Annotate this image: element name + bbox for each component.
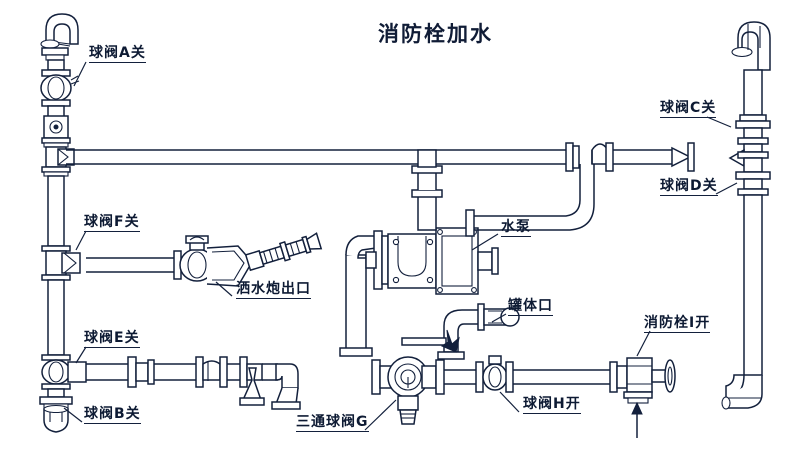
label-valve-f: 球阀F关 <box>84 214 140 233</box>
label-valve-c: 球阀C关 <box>660 100 717 119</box>
ball-valve-h <box>482 355 508 391</box>
tank-inlet <box>401 303 520 360</box>
label-pump: 水泵 <box>501 219 531 238</box>
label-tank-port: 罐体口 <box>508 298 553 317</box>
right-riser <box>721 21 771 410</box>
label-valve-h: 球阀H开 <box>523 396 581 415</box>
label-hydrant-i: 消防栓I开 <box>644 315 711 334</box>
label-valve-e: 球阀E关 <box>84 330 140 349</box>
label-valve-a: 球阀A关 <box>89 45 146 64</box>
pump-to-main-riser <box>465 164 595 237</box>
top-horizontal-main <box>66 142 695 172</box>
pump-assembly <box>339 149 499 357</box>
label-valve-g: 三通球阀G <box>296 414 369 433</box>
bottom-right-pipe <box>444 355 618 393</box>
ball-valve-a <box>40 69 80 107</box>
ball-valve-b <box>39 396 73 433</box>
water-cannon <box>86 232 323 287</box>
fire-hydrant <box>616 357 676 438</box>
page-title: 消防栓加水 <box>378 22 493 46</box>
label-valve-b: 球阀B关 <box>84 406 141 425</box>
ball-valve-e <box>41 354 87 390</box>
ball-valve-f <box>41 245 81 281</box>
ball-valve-d <box>735 171 771 196</box>
ball-valve-c <box>735 120 771 145</box>
three-way-ball-valve <box>371 356 445 425</box>
leader-lines <box>63 61 738 431</box>
bottom-left-pipe <box>86 356 301 410</box>
left-riser <box>39 13 87 433</box>
label-valve-d: 球阀D关 <box>660 178 718 197</box>
flow-arrow-hydrant <box>631 401 643 438</box>
label-water-gun-outlet: 洒水炮出口 <box>236 281 311 300</box>
